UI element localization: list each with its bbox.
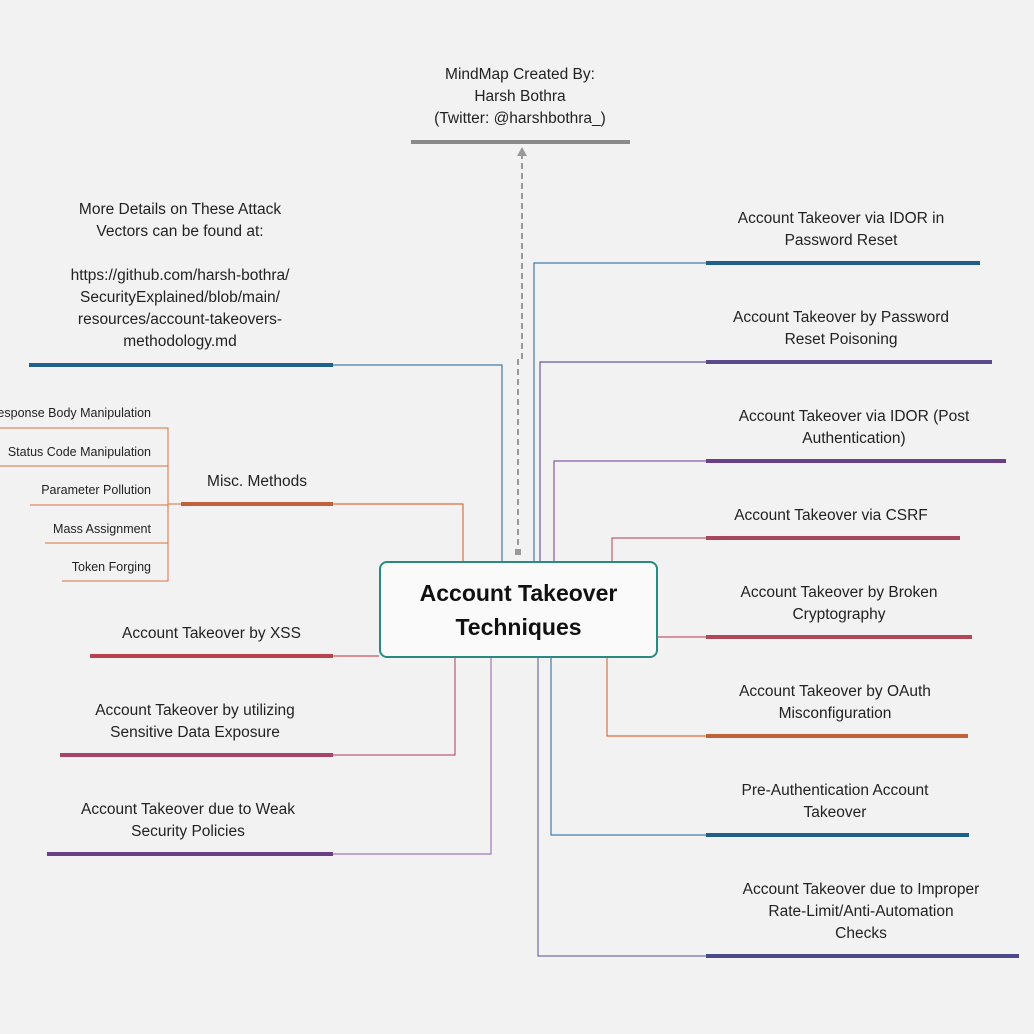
branch-sensitive-data-bar [60,753,333,757]
connector-right-4 [611,537,706,561]
central-node: Account Takeover Techniques [379,561,658,658]
details-bar [29,363,333,367]
connector-right-7 [550,658,706,836]
branch-xss-label: Account Takeover by XSS [122,625,301,642]
branch-idor-post-auth-bar [706,459,1006,463]
connector-misc-trunk [62,428,169,582]
misc-token-forging: Token Forging [71,560,151,574]
credit-label: MindMap Created By: Harsh Bothra (Twitte… [434,66,606,127]
branch-misc-methods-bar [181,502,333,506]
branch-idor-password-reset-label: Account Takeover via IDOR in Password Re… [737,210,945,249]
connector-right-2 [539,361,706,561]
branch-rate-limit-label: Account Takeover due to Improper Rate-Li… [742,881,980,942]
branch-password-reset-poisoning-bar [706,360,992,364]
branch-sensitive-data-label: Account Takeover by utilizing Sensitive … [95,702,295,741]
branch-broken-crypto-bar [706,635,972,639]
branch-oauth-bar [706,734,968,738]
branch-weak-policies-bar [47,852,333,856]
arrow-tail-square [515,549,521,555]
connector-right-1 [533,262,706,561]
branch-password-reset-poisoning-label: Account Takeover by Password Reset Poiso… [733,309,949,348]
branch-weak-policies-label: Account Takeover due to Weak Security Po… [81,801,295,840]
credit-bar [411,140,630,144]
misc-response-body-manipulation: Response Body Manipulation [0,406,151,420]
branch-rate-limit-bar [706,954,1019,958]
connector-right-3 [553,460,706,561]
connector-weak [333,658,492,855]
connector-right-6 [606,658,706,737]
misc-parameter-pollution: Parameter Pollution [41,483,151,497]
branch-idor-password-reset-bar [706,261,980,265]
dashed-arrow-line [517,152,523,555]
branch-csrf-bar [706,536,960,540]
branch-pre-auth-label: Pre-Authentication Account Takeover [741,782,929,821]
branch-csrf-label: Account Takeover via CSRF [734,507,928,524]
branch-xss-bar [90,654,333,658]
arrow-head [517,147,527,156]
connector-details [333,364,503,561]
connector-right-8 [537,658,706,957]
details-label: More Details on These Attack Vectors can… [70,201,290,350]
branch-pre-auth-bar [706,833,969,837]
branch-broken-crypto-label: Account Takeover by Broken Cryptography [740,584,938,623]
branch-misc-methods-label: Misc. Methods [207,473,307,490]
connector-sensitive [333,658,456,756]
connector-misc [333,503,464,561]
misc-mass-assignment: Mass Assignment [53,522,151,536]
central-title: Account Takeover Techniques [419,579,618,640]
branch-idor-post-auth-label: Account Takeover via IDOR (Post Authenti… [738,408,970,447]
branch-oauth-label: Account Takeover by OAuth Misconfigurati… [739,683,931,722]
misc-status-code-manipulation: Status Code Manipulation [7,445,151,459]
